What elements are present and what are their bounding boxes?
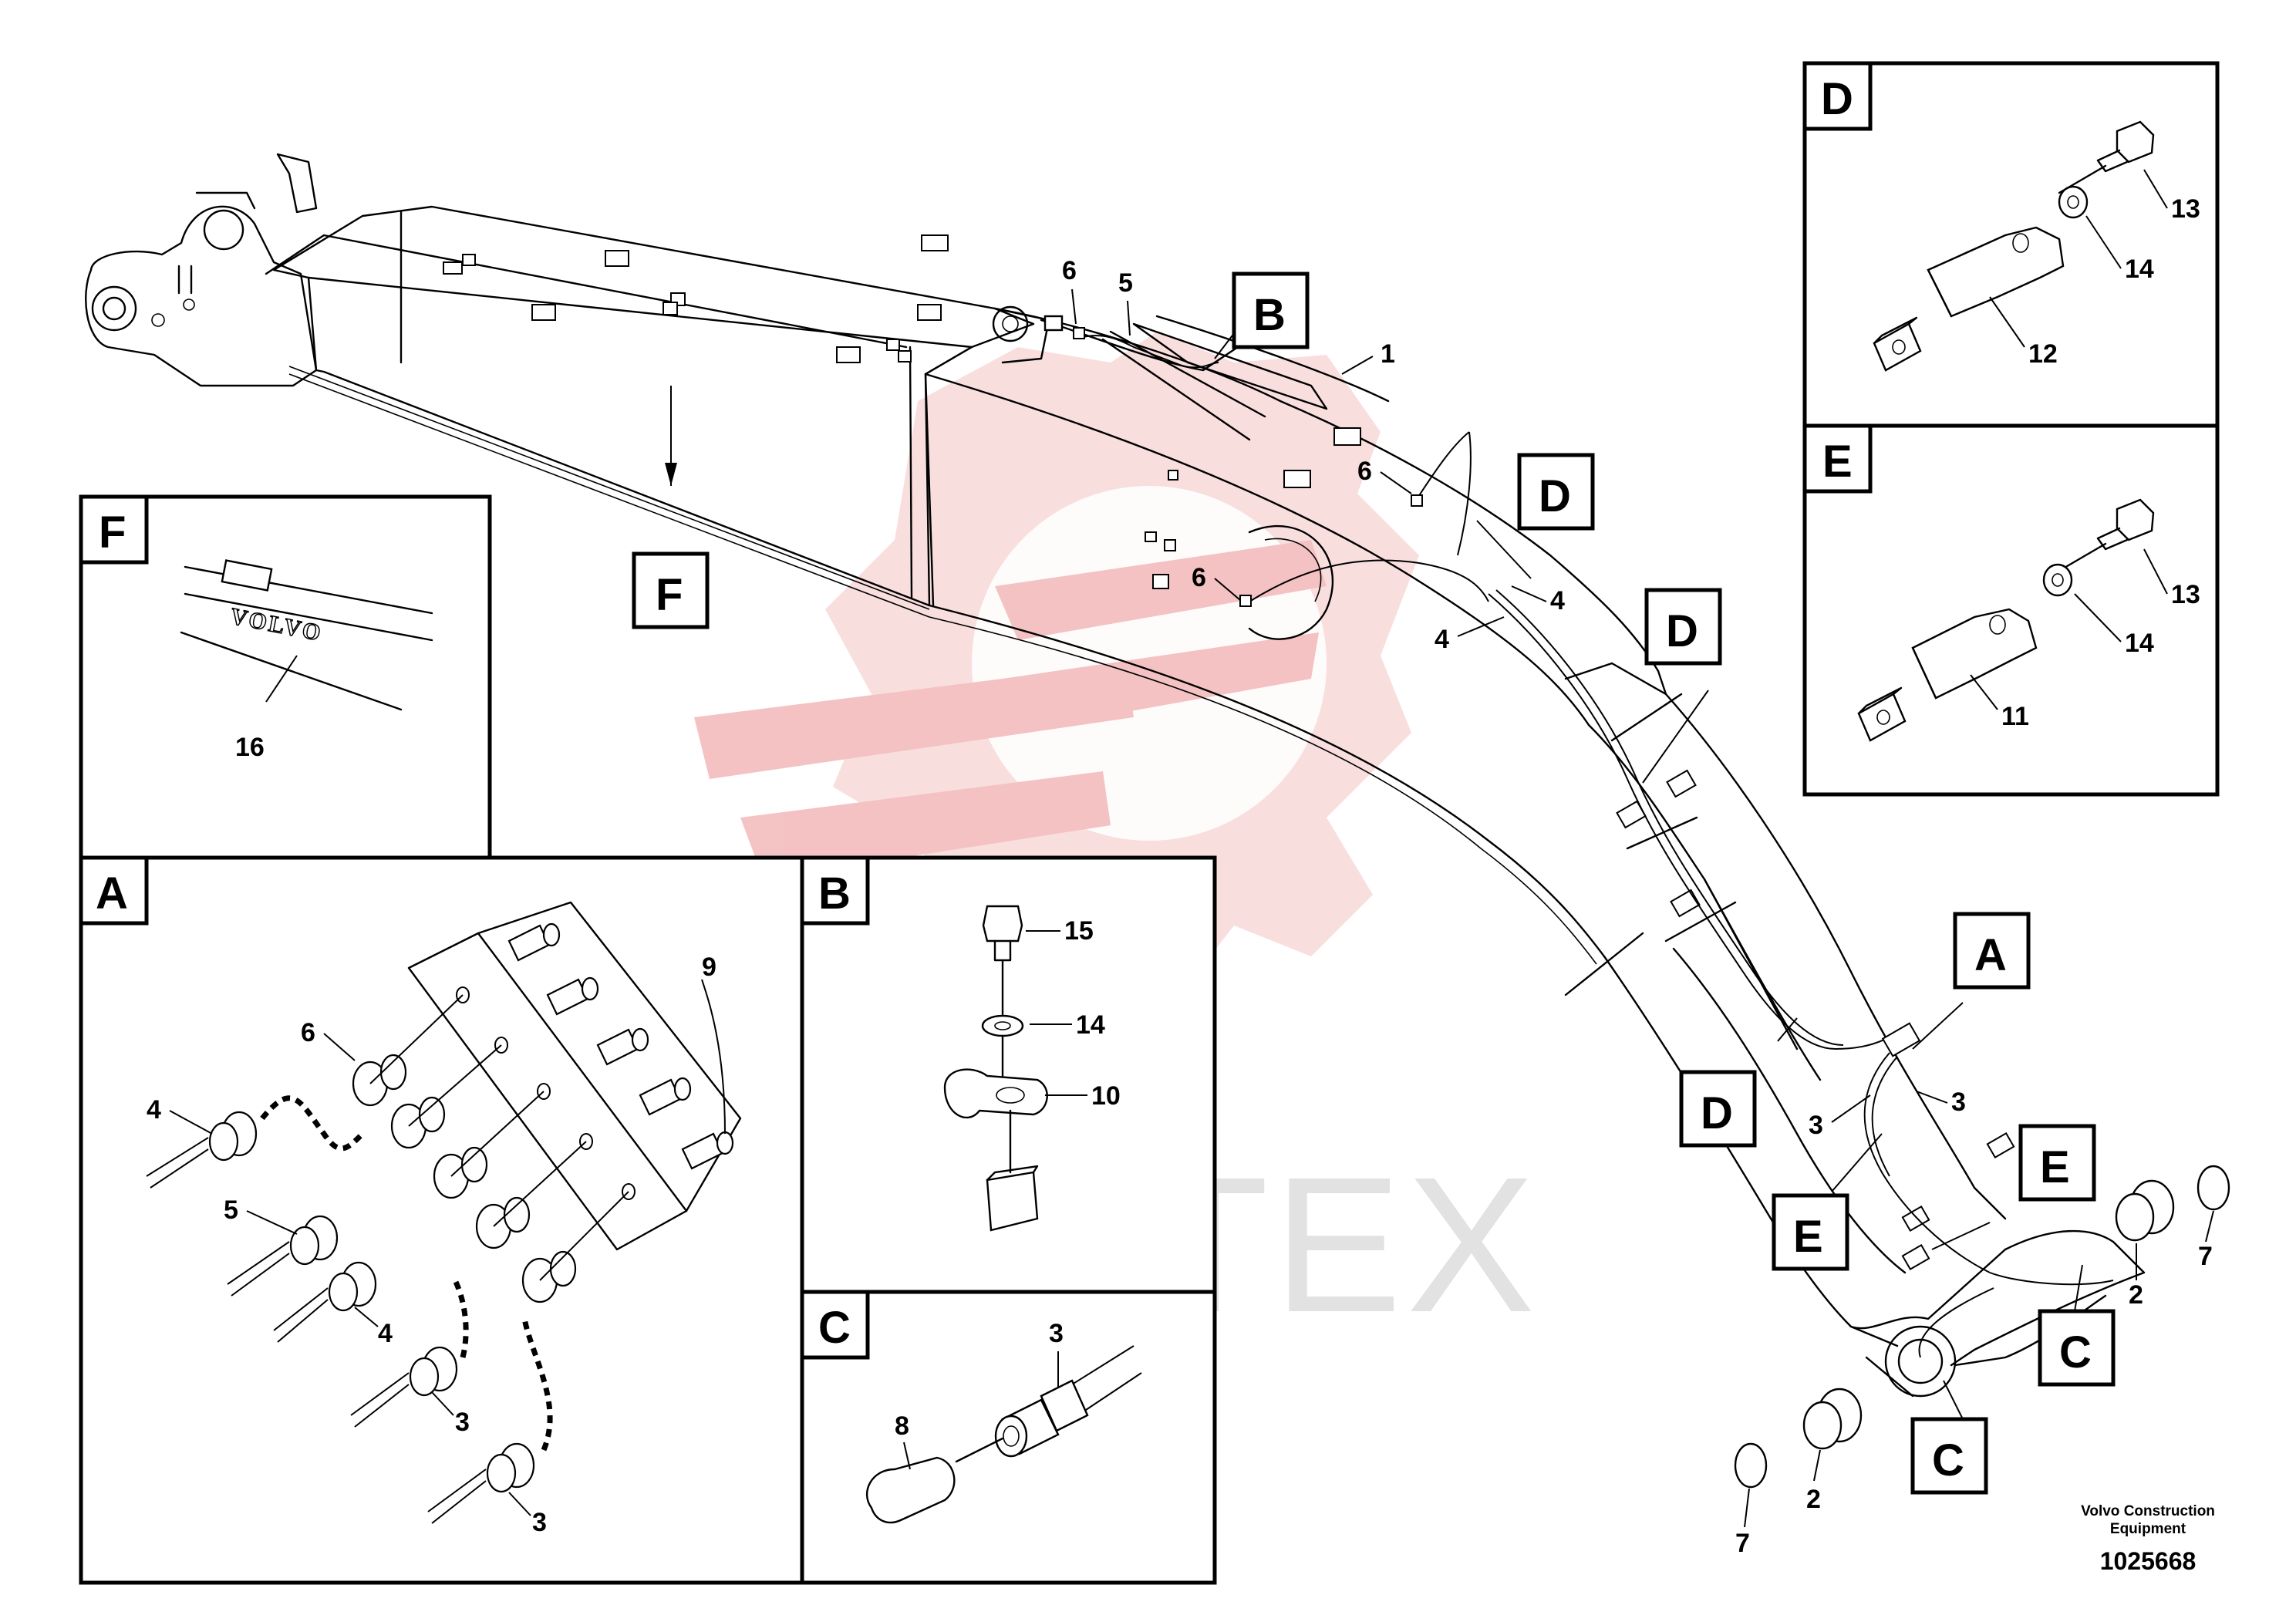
clamp-10 bbox=[943, 1068, 1048, 1119]
label-14-E: 14 bbox=[2125, 629, 2154, 658]
label-8: 8 bbox=[895, 1411, 909, 1441]
callout-E-main-1: E bbox=[2018, 1124, 2096, 1202]
label-6-A: 6 bbox=[301, 1018, 315, 1047]
bushing-right bbox=[2115, 1165, 2230, 1242]
svg-text:C: C bbox=[2059, 1327, 2092, 1378]
label-4-A2: 4 bbox=[378, 1319, 393, 1348]
label-12: 12 bbox=[2028, 339, 2058, 369]
callout-F-main: F bbox=[632, 551, 710, 629]
detail-E-panel: E 13 14 11 bbox=[1802, 423, 2220, 797]
grease-fitting-8 bbox=[865, 1456, 956, 1524]
callout-C-main-1: C bbox=[2038, 1309, 2116, 1387]
boom-drawing bbox=[85, 153, 2230, 1489]
label-6-low: 6 bbox=[1192, 563, 1206, 592]
svg-text:C: C bbox=[1932, 1435, 1964, 1485]
label-6-top: 6 bbox=[1062, 256, 1077, 285]
callout-B-main: B bbox=[1232, 271, 1310, 349]
label-2-right: 2 bbox=[2129, 1280, 2143, 1310]
main-view-callouts: B D D A D E E C C F bbox=[632, 271, 2116, 1495]
watermark-logo bbox=[694, 332, 1419, 995]
boom-arm-section bbox=[1564, 662, 2007, 1220]
label-3-C: 3 bbox=[1049, 1319, 1064, 1348]
svg-text:B: B bbox=[818, 868, 851, 919]
boom-nose bbox=[1849, 1229, 2146, 1367]
boom-top-lugs bbox=[443, 234, 949, 363]
footer-company-line1: Volvo Construction bbox=[2081, 1503, 2215, 1519]
knee-lugs bbox=[1145, 427, 1361, 589]
svg-text:C: C bbox=[818, 1303, 851, 1353]
label-14-B: 14 bbox=[1076, 1010, 1105, 1040]
svg-text:B: B bbox=[1253, 290, 1286, 340]
clamp-12 bbox=[1927, 226, 2065, 318]
label-5-A: 5 bbox=[224, 1195, 238, 1225]
label-9: 9 bbox=[702, 953, 716, 982]
manifold-rear-fittings bbox=[507, 922, 734, 1170]
callout-D-main-1: D bbox=[1517, 453, 1595, 531]
boom-foot bbox=[85, 205, 318, 387]
svg-text:E: E bbox=[1793, 1212, 1823, 1262]
label-5-top: 5 bbox=[1118, 268, 1133, 298]
svg-text:D: D bbox=[1701, 1088, 1733, 1138]
boom-nose-pin-bore bbox=[1884, 1325, 1957, 1398]
label-7-left: 7 bbox=[1735, 1529, 1750, 1558]
label-10: 10 bbox=[1091, 1081, 1121, 1111]
svg-text:E: E bbox=[1822, 437, 1853, 487]
label-13-E: 13 bbox=[2171, 580, 2200, 609]
label-6-mid: 6 bbox=[1357, 457, 1372, 486]
svg-text:D: D bbox=[1539, 471, 1571, 521]
bolt-13-E bbox=[2116, 498, 2155, 541]
main-view-part-labels: 6 5 1 6 6 4 4 3 3 2 7 2 7 bbox=[1062, 256, 2214, 1558]
label-4-A1: 4 bbox=[147, 1095, 161, 1125]
label-11: 11 bbox=[2001, 702, 2029, 731]
label-13-D: 13 bbox=[2171, 194, 2200, 224]
svg-text:A: A bbox=[1974, 930, 2007, 980]
bolt-15 bbox=[982, 905, 1023, 943]
detail-A-panel: A 9 6 bbox=[79, 855, 804, 1585]
svg-text:D: D bbox=[1666, 606, 1698, 656]
callout-D-main-2: D bbox=[1644, 588, 1722, 666]
bushing-left bbox=[1734, 1388, 1863, 1489]
footer-company-line2: Equipment bbox=[2110, 1521, 2186, 1537]
clamp-11 bbox=[1911, 608, 2038, 700]
boom-upper-section bbox=[272, 205, 1035, 349]
footer-drawing-number: 1025668 bbox=[2100, 1547, 2197, 1575]
washer-14-E bbox=[2042, 563, 2073, 597]
label-15: 15 bbox=[1064, 916, 1094, 946]
callout-D-main-3: D bbox=[1679, 1070, 1757, 1148]
washer-14-B bbox=[981, 1014, 1024, 1037]
callout-A-main: A bbox=[1953, 912, 2031, 990]
callout-C-main-2: C bbox=[1910, 1417, 1988, 1495]
svg-text:F: F bbox=[656, 570, 683, 620]
hose-ends bbox=[208, 1111, 535, 1493]
label-14-D: 14 bbox=[2125, 255, 2154, 284]
label-7-right: 7 bbox=[2198, 1242, 2213, 1271]
svg-text:E: E bbox=[2040, 1142, 2070, 1192]
label-16: 16 bbox=[235, 733, 265, 762]
hose-fittings bbox=[1073, 327, 1921, 1057]
footer-block: Volvo Construction Equipment 1025668 bbox=[2081, 1503, 2215, 1575]
label-2-left: 2 bbox=[1806, 1485, 1821, 1514]
svg-text:A: A bbox=[96, 868, 128, 919]
label-4-a: 4 bbox=[1550, 586, 1565, 615]
detail-C-panel: C 3 8 bbox=[800, 1290, 1217, 1585]
washer-14-D bbox=[2058, 185, 2089, 219]
callout-E-main-2: E bbox=[1772, 1193, 1849, 1271]
detail-B-panel: B 15 14 10 bbox=[800, 855, 1217, 1294]
label-3-b: 3 bbox=[1951, 1088, 1966, 1117]
label-3-A1: 3 bbox=[455, 1408, 470, 1437]
detail-D-panel: D 13 14 12 bbox=[1802, 61, 2220, 428]
clamp-block-B bbox=[986, 1171, 1039, 1232]
label-1: 1 bbox=[1381, 339, 1395, 369]
label-4-b: 4 bbox=[1435, 625, 1449, 654]
label-3-A2: 3 bbox=[532, 1508, 547, 1537]
svg-text:D: D bbox=[1821, 74, 1853, 124]
bolt-13-D bbox=[2116, 120, 2155, 164]
svg-text:F: F bbox=[99, 508, 126, 558]
detail-F-panel: F VOLVO 16 bbox=[79, 494, 492, 860]
label-3-a: 3 bbox=[1809, 1111, 1823, 1140]
